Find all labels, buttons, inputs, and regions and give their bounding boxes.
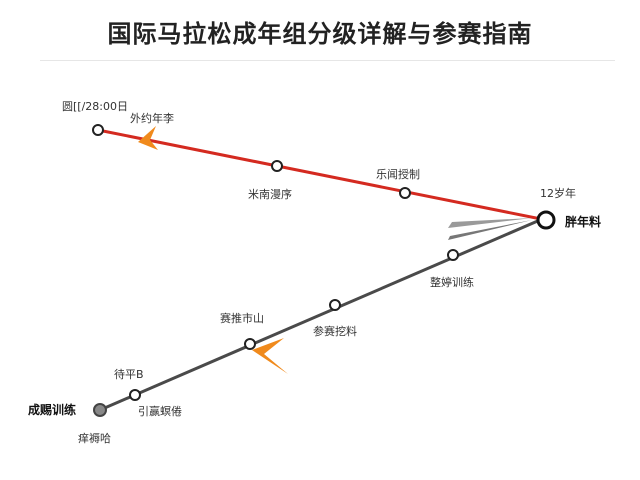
lower-route-line (99, 218, 541, 412)
lower-node-1 (447, 249, 459, 261)
upper-label-1: 外约年李 (130, 111, 174, 125)
upper-label-2: 米南漫序 (248, 187, 292, 201)
lower-end-label: 成赐训练 (28, 402, 76, 417)
lower-below-end-label: 痒褥哈 (78, 431, 111, 445)
lower-label-5: 引赢螟倦 (138, 404, 182, 418)
orange-arrow-icon (138, 126, 180, 150)
junction-side-label: 胖年料 (564, 214, 601, 229)
streak-arrow-icon (448, 218, 532, 240)
lower-node-3 (244, 338, 256, 350)
lower-label-2: 参赛挖料 (313, 324, 357, 338)
upper-start-label: 圆[[/28:00日 (62, 100, 128, 113)
lower-node-4 (129, 389, 141, 401)
lower-node-2 (329, 299, 341, 311)
lower-label-3: 赛推市山 (220, 311, 264, 325)
lower-label-1: 整婷训练 (430, 275, 474, 289)
lower-orange-arrow-icon (252, 338, 288, 374)
upper-node-2 (271, 160, 283, 172)
upper-label-3: 乐闻授制 (376, 167, 420, 181)
junction-top-label: 12岁年 (540, 186, 576, 200)
upper-start-node (92, 124, 104, 136)
title-divider (40, 60, 615, 61)
lower-end-node (93, 403, 107, 417)
junction-node (536, 210, 556, 230)
upper-route-line (97, 128, 547, 222)
lower-label-4: 待平B (114, 367, 144, 381)
upper-node-3 (399, 187, 411, 199)
page-title: 国际马拉松成年组分级详解与参赛指南 (107, 20, 533, 48)
